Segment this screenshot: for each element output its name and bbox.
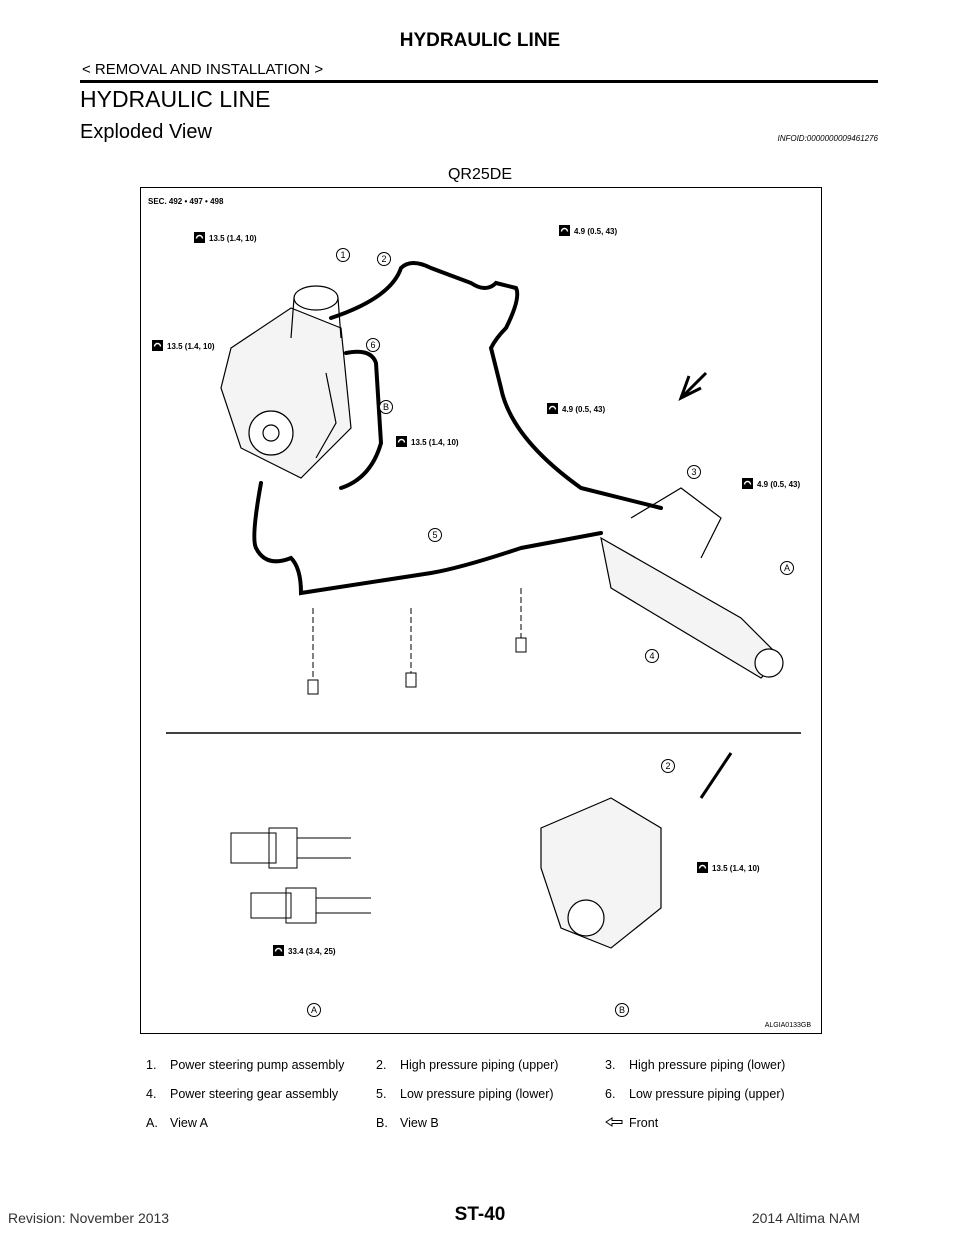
torque-label: 13.5 (1.4, 10) <box>193 231 257 244</box>
svg-text:1: 1 <box>340 250 345 260</box>
legend-number: 5. <box>376 1086 387 1101</box>
svg-text:5: 5 <box>432 530 437 540</box>
power-steering-gear-drawing <box>600 487 784 679</box>
legend-row: A. View A B. View B Front <box>146 1108 785 1137</box>
torque-wrench-icon <box>193 231 206 244</box>
legend-text: Front <box>629 1115 659 1130</box>
svg-text:33.4 (3.4, 25): 33.4 (3.4, 25) <box>288 947 336 956</box>
figure-legend: 1. Power steering pump assembly 2. High … <box>146 1050 785 1137</box>
piping-lines-drawing <box>252 261 663 596</box>
callout-view-b: B <box>615 1003 629 1017</box>
info-id: INFOID:0000000009461276 <box>777 134 878 143</box>
legend-text: View B <box>400 1115 439 1130</box>
torque-wrench-icon <box>741 477 754 490</box>
svg-text:4: 4 <box>649 651 654 661</box>
legend-number: 6. <box>605 1086 616 1101</box>
torque-label: 13.5 (1.4, 10) <box>151 339 215 352</box>
legend-number: A. <box>146 1115 158 1130</box>
torque-wrench-icon <box>151 339 164 352</box>
power-steering-pump-drawing <box>220 285 352 479</box>
callout-3: 3 <box>687 465 701 479</box>
torque-label: 4.9 (0.5, 43) <box>558 224 617 237</box>
torque-wrench-icon <box>696 861 709 874</box>
view-a-drawing <box>230 827 371 924</box>
callout-2-lower: 2 <box>661 759 675 773</box>
torque-label: 13.5 (1.4, 10) <box>395 435 459 448</box>
callout-5: 5 <box>428 528 442 542</box>
subsection-title: Exploded View <box>80 121 212 143</box>
svg-text:13.5 (1.4, 10): 13.5 (1.4, 10) <box>411 438 459 447</box>
svg-text:4.9 (0.5, 43): 4.9 (0.5, 43) <box>562 405 605 414</box>
torque-wrench-icon <box>558 224 571 237</box>
torque-wrench-icon <box>546 402 559 415</box>
svg-text:2: 2 <box>665 761 670 771</box>
page-header-title: HYDRAULIC LINE <box>399 30 561 51</box>
section-number-label: SEC. 492 • 497 • 498 <box>148 197 224 206</box>
legend-number: 1. <box>146 1057 157 1072</box>
torque-wrench-icon <box>395 435 408 448</box>
callout-6: 6 <box>366 338 380 352</box>
svg-text:13.5 (1.4, 10): 13.5 (1.4, 10) <box>209 234 257 243</box>
engine-label: QR25DE <box>447 166 513 183</box>
legend-text: Low pressure piping (lower) <box>400 1086 554 1101</box>
footer-model: 2014 Altima NAM <box>751 1210 860 1226</box>
legend-text: Low pressure piping (upper) <box>629 1086 785 1101</box>
exploded-view-figure: SEC. 492 • 497 • 498 13.5 (1.4, 10) 4.9 … <box>140 187 822 1034</box>
callout-b: B <box>379 400 393 414</box>
callout-1: 1 <box>336 248 350 262</box>
svg-text:4.9 (0.5, 43): 4.9 (0.5, 43) <box>757 480 800 489</box>
legend-number: 3. <box>605 1057 616 1072</box>
svg-text:6: 6 <box>370 340 375 350</box>
page-header-subtitle: < REMOVAL AND INSTALLATION > <box>82 61 324 78</box>
exploded-view-drawing: SEC. 492 • 497 • 498 13.5 (1.4, 10) 4.9 … <box>148 197 812 1029</box>
svg-text:4.9 (0.5, 43): 4.9 (0.5, 43) <box>574 227 617 236</box>
torque-label: 33.4 (3.4, 25) <box>272 944 336 957</box>
section-title: HYDRAULIC LINE <box>80 86 271 112</box>
figure-code: ALGIA0133GB <box>765 1022 812 1029</box>
legend-row: 4. Power steering gear assembly 5. Low p… <box>146 1079 785 1108</box>
callout-view-a: A <box>307 1003 321 1017</box>
svg-text:B: B <box>383 402 389 412</box>
legend-text: View A <box>170 1115 208 1130</box>
legend-row: 1. Power steering pump assembly 2. High … <box>146 1050 785 1079</box>
front-direction-arrow-icon <box>678 371 708 402</box>
svg-text:2: 2 <box>381 254 386 264</box>
callout-4: 4 <box>645 649 659 663</box>
svg-text:3: 3 <box>691 467 696 477</box>
callout-2: 2 <box>377 252 391 266</box>
torque-label: 4.9 (0.5, 43) <box>741 477 800 490</box>
svg-text:13.5 (1.4, 10): 13.5 (1.4, 10) <box>712 864 760 873</box>
legend-text: Power steering pump assembly <box>170 1057 345 1072</box>
legend-text: Power steering gear assembly <box>170 1086 339 1101</box>
footer-page-number: ST-40 <box>454 1204 506 1225</box>
legend-number: 4. <box>146 1086 157 1101</box>
front-arrow-icon <box>605 1108 629 1137</box>
svg-text:A: A <box>784 563 790 573</box>
legend-number: B. <box>376 1115 388 1130</box>
torque-label: 13.5 (1.4, 10) <box>696 861 760 874</box>
svg-text:A: A <box>311 1005 317 1015</box>
svg-text:B: B <box>619 1005 625 1015</box>
mount-clips-drawing <box>307 588 527 695</box>
footer-revision: Revision: November 2013 <box>8 1210 170 1226</box>
torque-wrench-icon <box>272 944 285 957</box>
torque-label: 4.9 (0.5, 43) <box>546 402 605 415</box>
header-rule <box>80 80 878 83</box>
legend-number: 2. <box>376 1057 387 1072</box>
view-b-drawing <box>540 752 733 949</box>
svg-text:13.5 (1.4, 10): 13.5 (1.4, 10) <box>167 342 215 351</box>
legend-text: High pressure piping (lower) <box>629 1057 786 1072</box>
legend-text: High pressure piping (upper) <box>400 1057 559 1072</box>
callout-a: A <box>780 561 794 575</box>
